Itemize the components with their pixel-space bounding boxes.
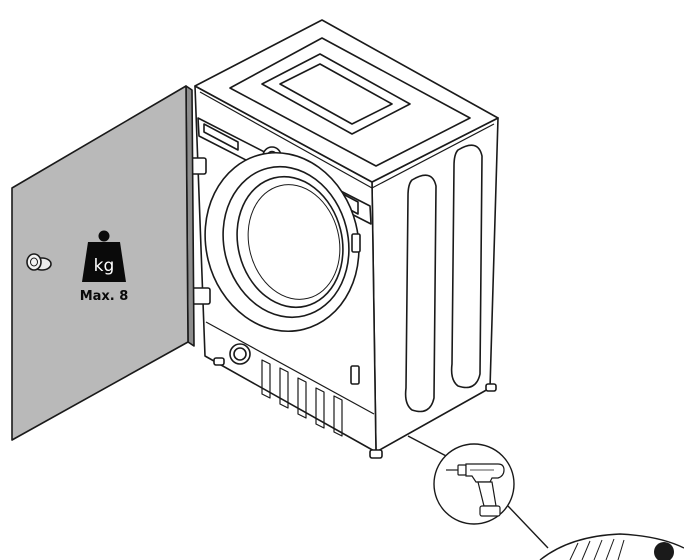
drain-filter: [229, 343, 251, 365]
machine-foot-left: [213, 357, 225, 366]
control-panel-left-slot: [203, 123, 239, 151]
cordless-drill-icon: [446, 463, 505, 517]
callout-leader-1: [407, 435, 451, 459]
plinth-vents: [261, 359, 343, 437]
machine-foot-front: [369, 449, 383, 459]
weight-limit-marker: kg Max. 8: [80, 230, 129, 304]
drum-door-glass-inner: [247, 184, 341, 300]
plinth-tab: [350, 365, 360, 385]
callout-circle: [433, 443, 515, 525]
partial-detail-circle: [539, 533, 684, 560]
partial-detail-hatching: [569, 538, 625, 560]
kettlebell-weight-icon-body: [82, 242, 126, 282]
machine-top-recess-inner: [279, 63, 393, 125]
partial-detail-marker: [654, 542, 674, 560]
kettlebell-weight-icon: [98, 230, 110, 242]
door-latch: [351, 233, 361, 253]
machine-top-recess: [261, 53, 411, 135]
drain-filter-inner: [233, 347, 247, 361]
weight-unit-label: kg: [94, 256, 115, 276]
tool-callout: [407, 435, 684, 560]
drum-door-outer: [204, 151, 360, 333]
drum-door-glass: [236, 175, 344, 309]
machine-foot-back: [485, 383, 497, 392]
machine-top-lip: [199, 91, 495, 189]
plinth-top-edge: [205, 321, 375, 415]
machine-top-frame: [229, 37, 471, 167]
washing-machine: [175, 19, 499, 459]
weight-max-label: Max. 8: [80, 289, 129, 304]
door-knob: [26, 253, 52, 271]
callout-leader-2: [507, 505, 549, 549]
side-recess-front: [404, 174, 437, 413]
side-recess-back: [450, 144, 483, 389]
drum-door-ring: [222, 165, 350, 319]
